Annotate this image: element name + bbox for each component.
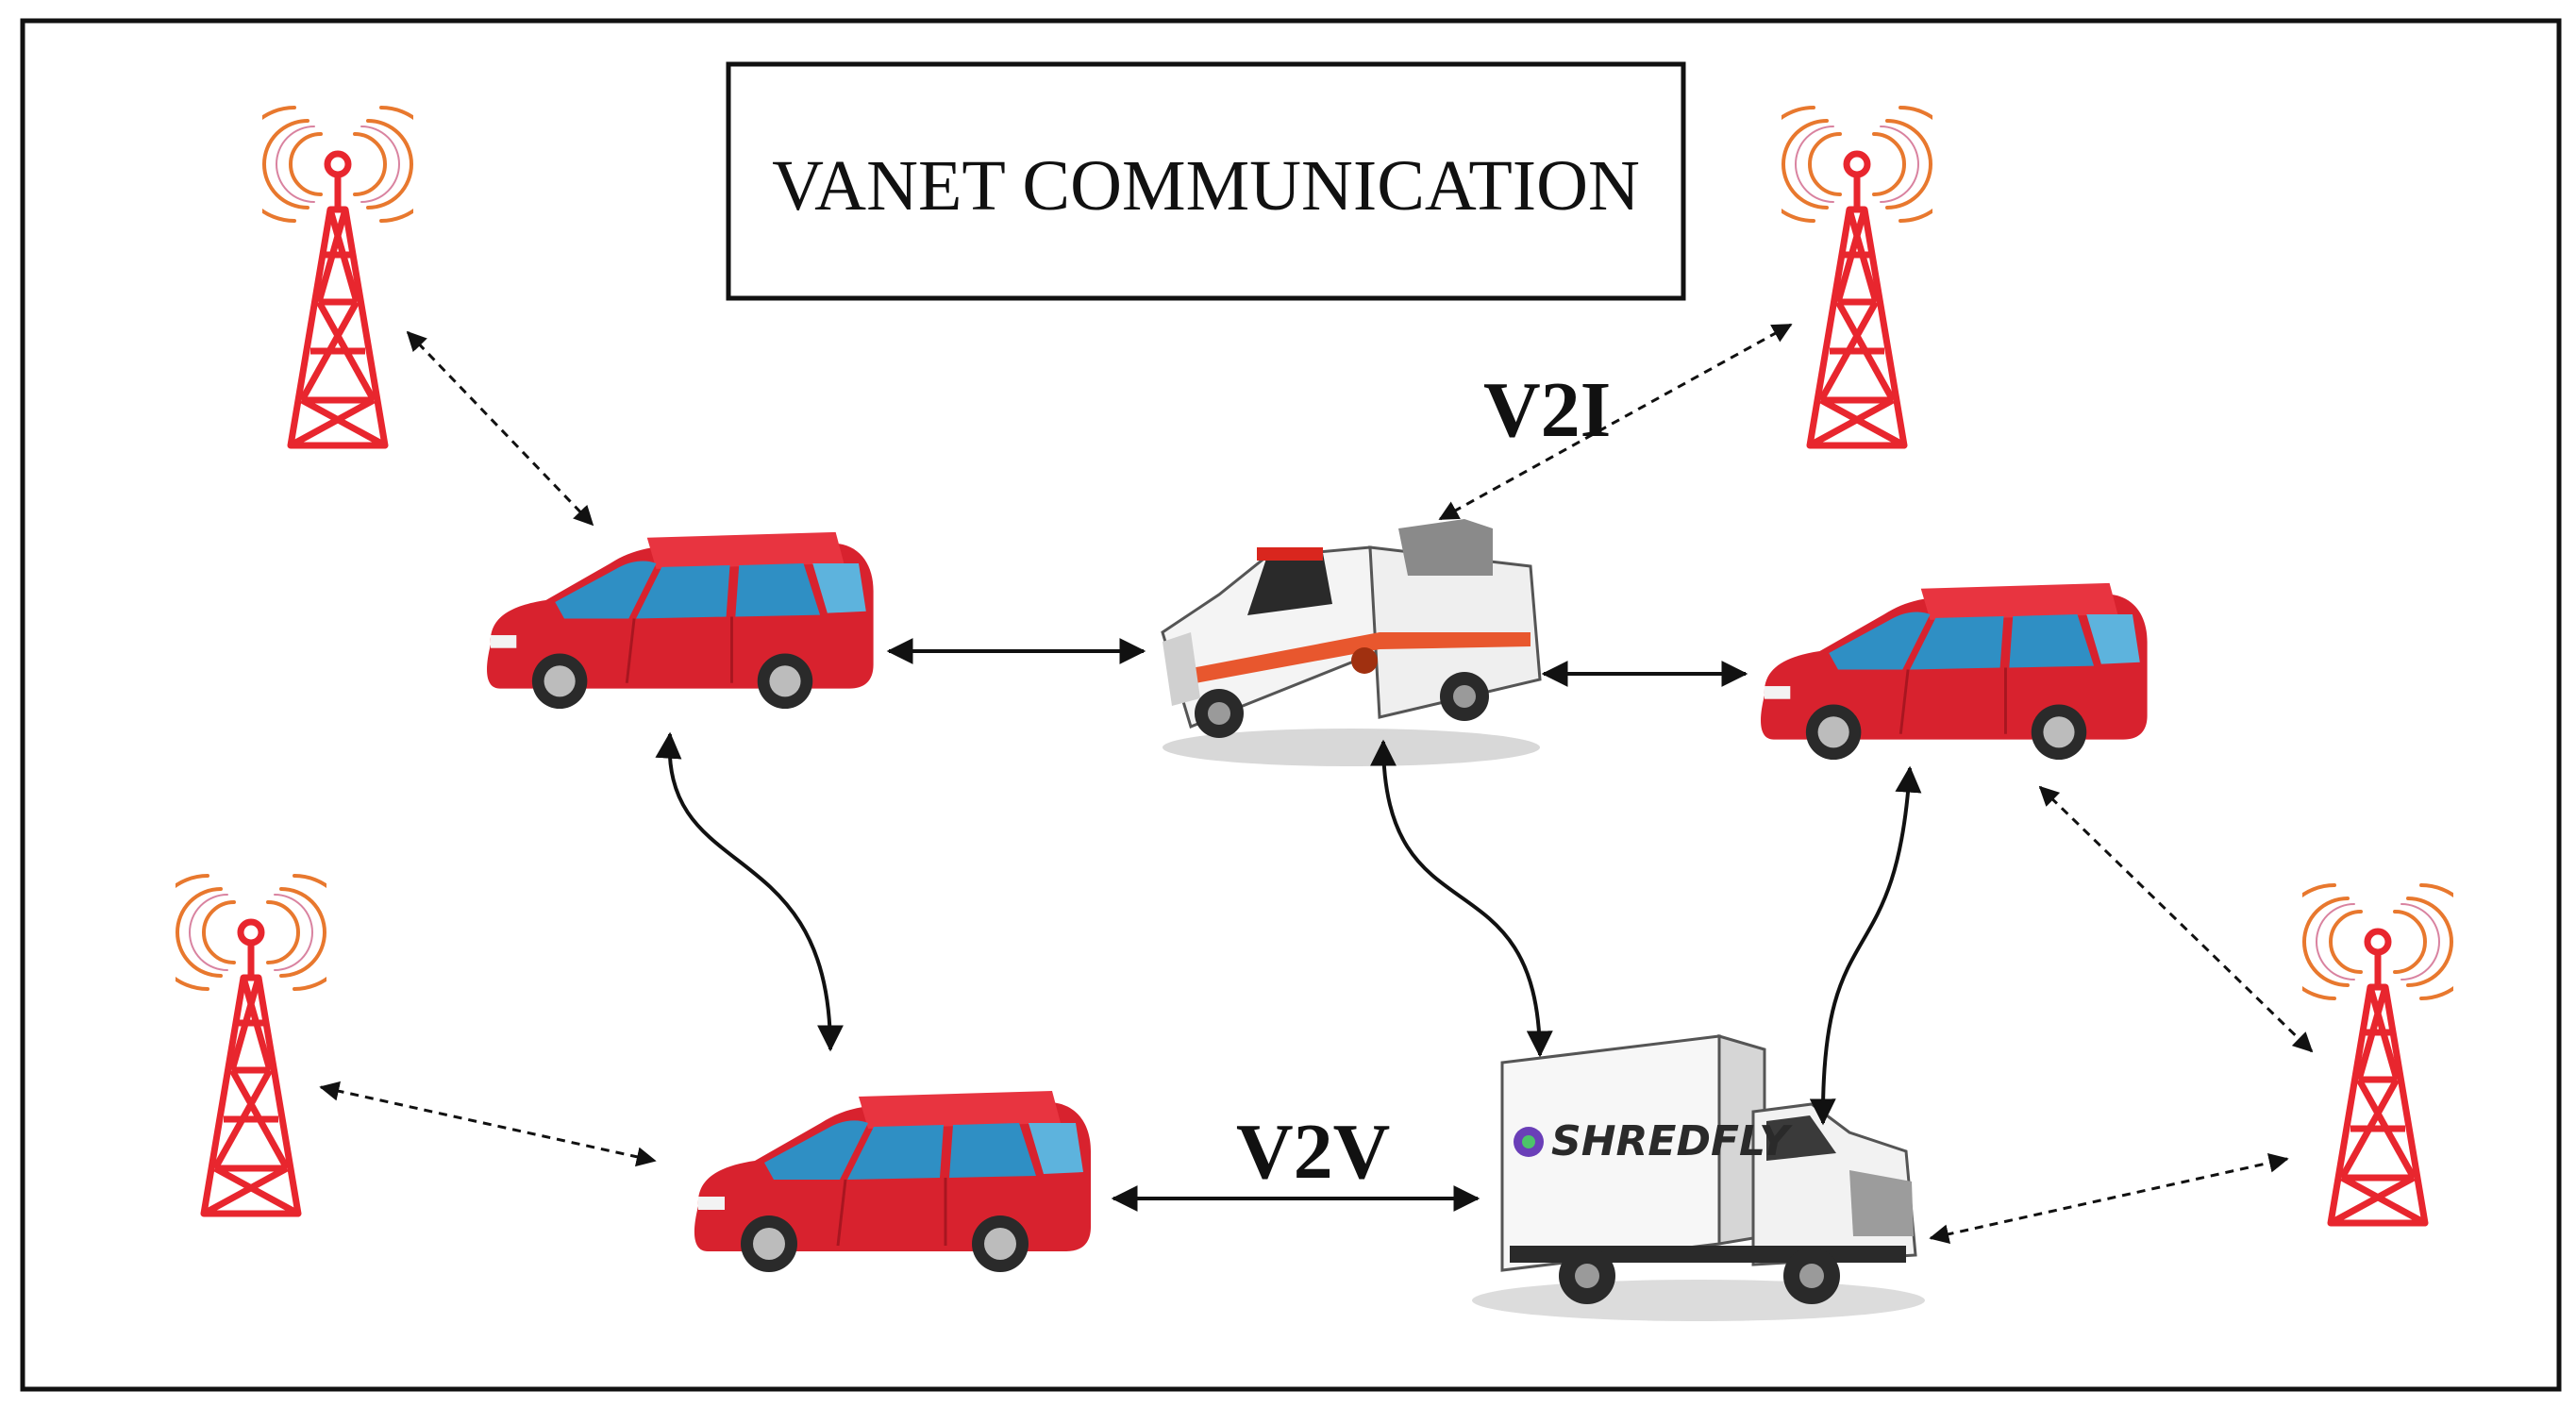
link-emergency-truck-box-truck <box>1370 739 1553 1058</box>
link-tower-bottom-right-box-truck <box>1929 1152 2289 1245</box>
link-car-top-left-car-bottom-left <box>655 731 844 1052</box>
box-truck-icon: SHREDFLY <box>1472 1034 1925 1321</box>
diagram-title: VANET COMMUNICATION <box>772 146 1640 226</box>
v2v-label: V2V <box>1236 1108 1390 1196</box>
link-tower-top-right-emergency-truck <box>1438 323 1793 521</box>
link-car-right-box-truck <box>1809 765 1922 1126</box>
link-tower-bottom-left-car-bottom-left <box>319 1081 657 1167</box>
truck-logo: SHREDFLY <box>1551 1117 1793 1165</box>
link-tower-bottom-right-car-right <box>2038 785 2314 1053</box>
v2v-links <box>655 638 1922 1212</box>
title-box <box>726 61 1686 301</box>
v2i-label: V2I <box>1483 366 1611 454</box>
v2i-links <box>319 323 2314 1245</box>
